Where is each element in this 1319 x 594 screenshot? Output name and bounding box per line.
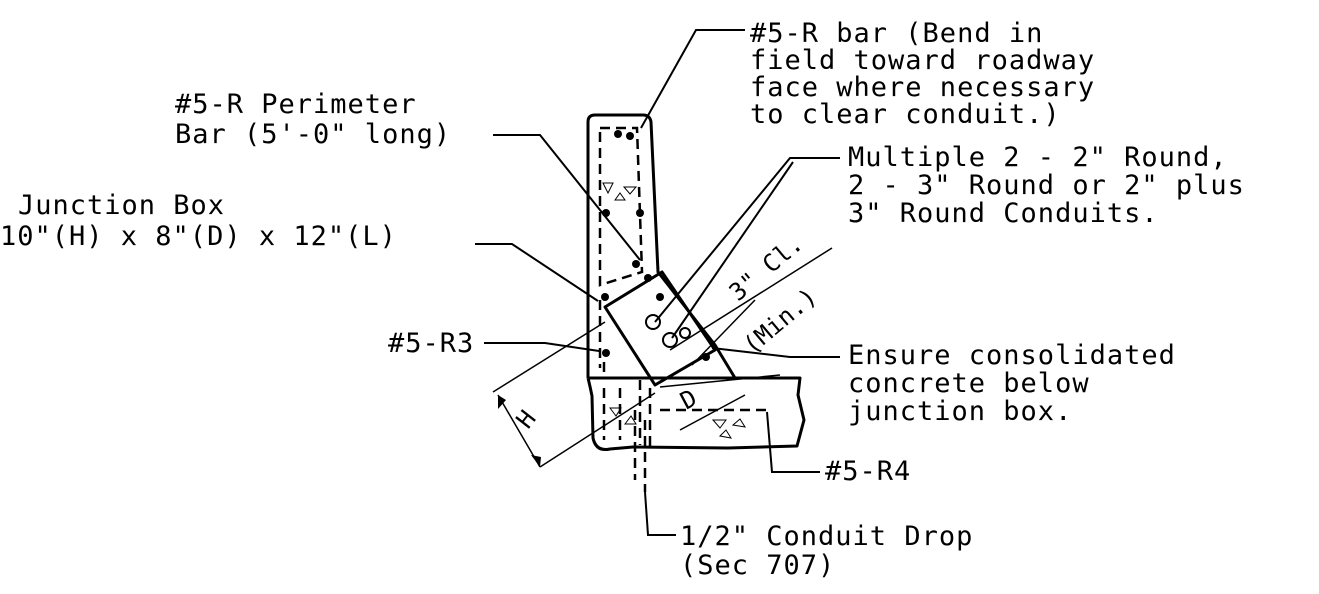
conduits-line-3: 3" Round Conduits. [848, 198, 1159, 229]
conduit-drop-line-1: 1/2" Conduit Drop [680, 521, 973, 552]
junction-box-line-2: 10"(H) x 8"(D) x 12"(L) [0, 221, 397, 252]
callout-perimeter-bar: #5-R Perimeter Bar (5'-0" long) [175, 89, 451, 150]
r-bar-line-4: to clear conduit.) [750, 99, 1061, 130]
r-bar-line-3: face where necessary [750, 72, 1095, 103]
junction-box-line-1: Junction Box [18, 190, 225, 221]
concrete-outline [586, 113, 806, 451]
callout-conduits: Multiple 2 - 2" Round, 2 - 3" Round or 2… [848, 142, 1245, 229]
junction-box-outline [603, 270, 717, 387]
height-dim-label: H [511, 405, 542, 434]
r-bar-line-1: #5-R bar (Bend in [750, 18, 1043, 49]
callout-conduit-drop: 1/2" Conduit Drop (Sec 707) [680, 521, 973, 581]
leader-lines [475, 29, 840, 536]
conduits-line-1: Multiple 2 - 2" Round, [848, 142, 1228, 173]
r3-label: #5-R3 [388, 328, 474, 359]
perimeter-bar-line-2: Bar (5'-0" long) [175, 119, 451, 150]
r-bar-line-2: field toward roadway [750, 45, 1095, 76]
conduits-line-2: 2 - 3" Round or 2" plus [848, 170, 1245, 201]
aggregate-hatch [602, 182, 747, 439]
r4-label: #5-R4 [825, 456, 911, 487]
conduit-circles [645, 314, 691, 348]
reinforcing-bars [598, 126, 770, 492]
consolidated-line-2: concrete below [848, 368, 1090, 399]
consolidated-line-1: Ensure consolidated [848, 340, 1176, 371]
consolidated-line-3: junction box. [848, 396, 1072, 427]
callout-junction-box: Junction Box 10"(H) x 8"(D) x 12"(L) [0, 190, 397, 252]
conduit-drop-line-2: (Sec 707) [680, 550, 835, 581]
callout-r-bar: #5-R bar (Bend in field toward roadway f… [750, 18, 1095, 130]
dimension-lines [492, 247, 833, 468]
callout-consolidated: Ensure consolidated concrete below junct… [848, 340, 1176, 427]
height-dim-group: H [511, 405, 542, 434]
perimeter-bar-line-1: #5-R Perimeter [175, 89, 417, 120]
